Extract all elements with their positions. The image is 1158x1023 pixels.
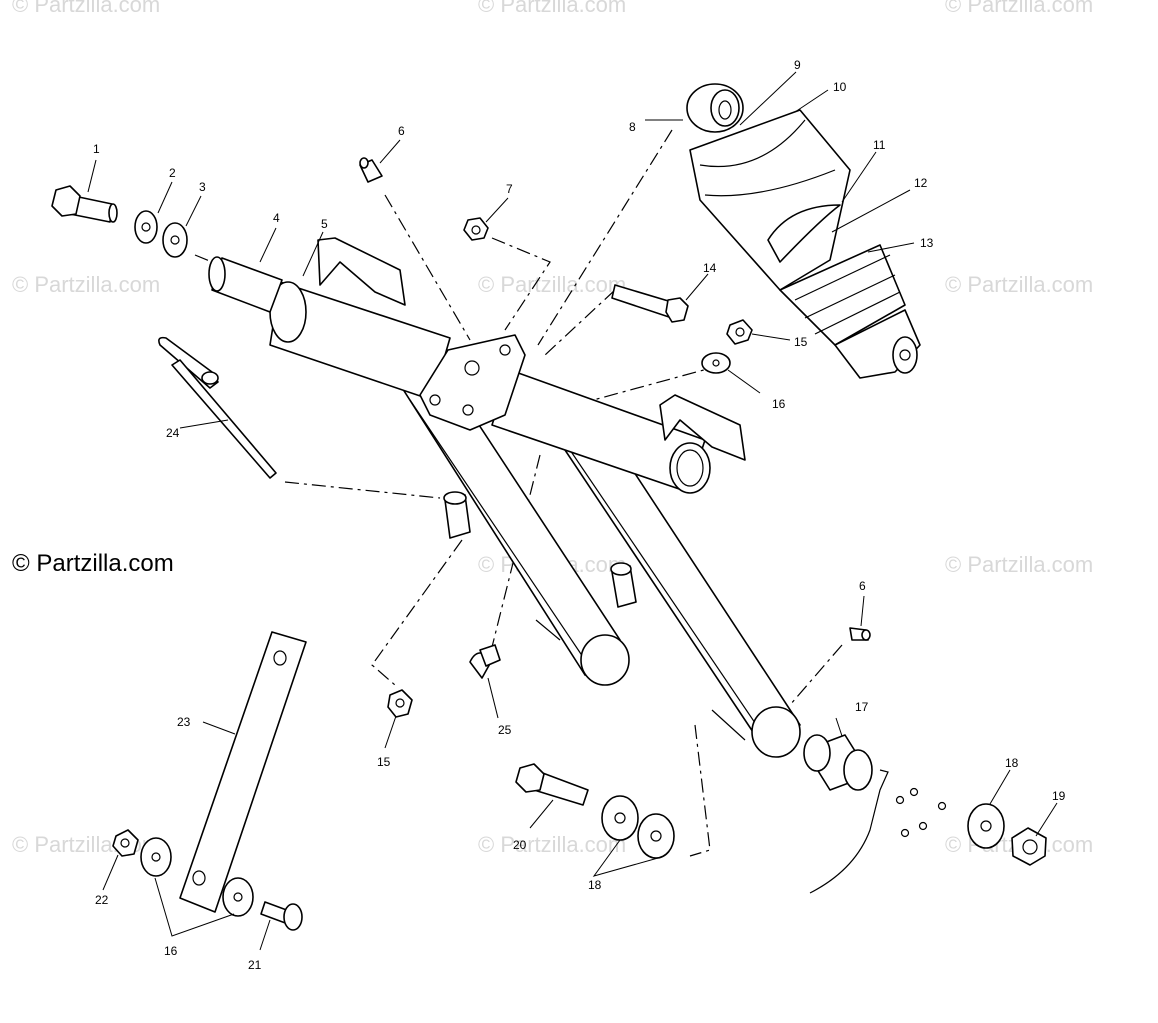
shaft-4 [208, 256, 283, 313]
callout-label: 7 [506, 182, 513, 196]
nut-15a [726, 319, 753, 345]
callout-label: 1 [93, 142, 100, 156]
callout-label: 14 [703, 261, 717, 275]
watermark: © Partzilla.com [945, 272, 1093, 297]
shock-absorber [686, 83, 921, 379]
callout-label: 16 [164, 944, 178, 958]
carriage-bolt-25 [469, 644, 501, 679]
washers-16b [140, 837, 254, 917]
watermark: © Partzilla.com [478, 832, 626, 857]
nut-22 [112, 829, 139, 857]
callout-label: 9 [794, 58, 801, 72]
callout-label: 2 [169, 166, 176, 180]
callout-label: 5 [321, 217, 328, 231]
callout-label: 18 [588, 878, 602, 892]
callout-label: 12 [914, 176, 928, 190]
link-plate-23 [179, 631, 307, 913]
watermarks: © Partzilla.com © Partzilla.com © Partzi… [12, 0, 1093, 857]
pin-21 [260, 901, 303, 931]
washer-16a [701, 352, 731, 374]
callout-label: 25 [498, 723, 512, 737]
callout-label: 8 [629, 120, 636, 134]
callout-labels: 1 2 3 4 5 6 6 7 8 9 10 11 12 13 14 15 15… [93, 58, 1066, 972]
callout-label: 21 [248, 958, 262, 972]
grease-fitting-6b [849, 627, 871, 641]
nut-15b [387, 689, 413, 718]
callout-label: 23 [177, 715, 191, 729]
callout-label: 15 [794, 335, 808, 349]
callout-label: 24 [166, 426, 180, 440]
grease-fitting-6a [359, 157, 383, 183]
callout-label: 11 [873, 138, 886, 152]
callout-label: 6 [859, 579, 866, 593]
callout-label: 10 [833, 80, 847, 94]
washers-2-3 [134, 210, 188, 258]
bolt-20 [515, 763, 589, 806]
rail-bracket [809, 769, 947, 894]
washer-18a [967, 803, 1005, 849]
callout-label: 4 [273, 211, 280, 225]
callout-label: 13 [920, 236, 934, 250]
assembly-lines [194, 129, 843, 857]
pin-24 [158, 336, 277, 479]
callout-label: 19 [1052, 789, 1066, 803]
watermark: © Partzilla.com [12, 0, 160, 17]
callout-label: 16 [772, 397, 786, 411]
watermark: © Partzilla.com [478, 272, 626, 297]
callout-label: 3 [199, 180, 206, 194]
callout-label: 6 [398, 124, 405, 138]
watermark: © Partzilla.com [12, 272, 160, 297]
watermark-main: © Partzilla.com [12, 550, 174, 577]
bolt-1 [51, 185, 118, 223]
swing-arm [269, 237, 801, 758]
watermark: © Partzilla.com [12, 832, 160, 857]
callout-label: 15 [377, 755, 391, 769]
leader-lines [87, 71, 1058, 951]
watermark: © Partzilla.com [478, 0, 626, 17]
nut-7 [463, 217, 489, 241]
callout-label: 20 [513, 838, 527, 852]
bolt-14 [611, 284, 689, 323]
spacer-17 [803, 734, 873, 791]
callout-label: 22 [95, 893, 109, 907]
callout-label: 17 [855, 700, 869, 714]
washers-18b [601, 795, 675, 859]
watermark: © Partzilla.com [945, 0, 1093, 17]
callout-label: 18 [1005, 756, 1019, 770]
watermark: © Partzilla.com [945, 552, 1093, 577]
nut-19 [1011, 827, 1047, 866]
